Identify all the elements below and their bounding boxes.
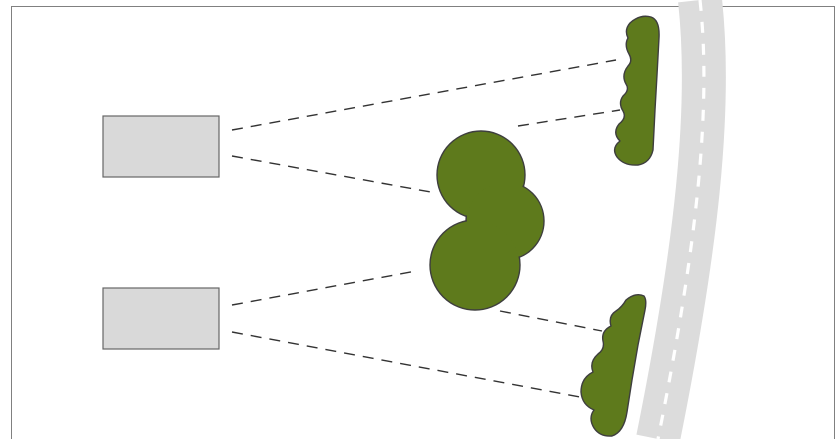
sightline-upper-to-top-shrub bbox=[231, 59, 617, 131]
central-tree bbox=[429, 130, 545, 311]
road bbox=[636, 0, 726, 439]
sightline-upper-to-tree bbox=[231, 155, 437, 194]
shrub-top bbox=[613, 15, 660, 166]
sightline-lower-to-tree bbox=[231, 270, 417, 306]
sightline-tree-to-top-shrub bbox=[517, 109, 621, 127]
building-lower bbox=[102, 287, 220, 350]
shrub-bottom bbox=[580, 293, 647, 437]
sightline-tree-to-bottom-shrub bbox=[499, 310, 603, 332]
sightline-lower-to-bottom-shrub bbox=[231, 331, 581, 398]
road-center-line bbox=[656, 0, 706, 439]
sight-lines bbox=[231, 59, 621, 398]
building-upper bbox=[102, 115, 220, 178]
canopy-fill-bottom bbox=[431, 221, 519, 309]
